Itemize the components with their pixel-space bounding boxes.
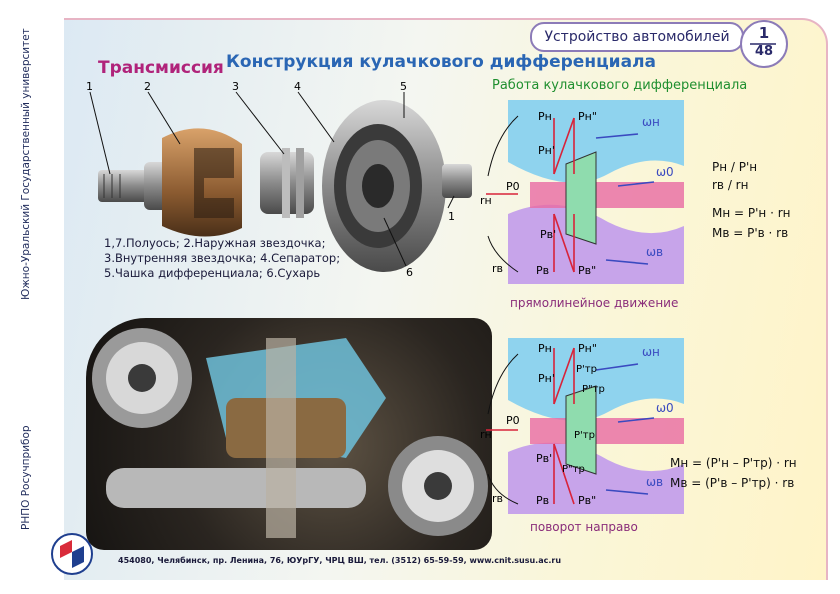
label-pn: Pн bbox=[538, 342, 552, 355]
label-omega-n: ωн bbox=[642, 345, 660, 359]
page-sub-number: 48 bbox=[754, 44, 774, 59]
org-label: РНПО Росучприбор bbox=[20, 425, 32, 530]
callout-6: 6 bbox=[406, 266, 413, 278]
formula-m-n: Mн = P'н · rн bbox=[712, 206, 791, 220]
label-omega-0: ω0 bbox=[656, 401, 674, 415]
label-pv2: Pв" bbox=[578, 264, 596, 277]
left-band bbox=[0, 0, 64, 594]
label-rn: rн bbox=[480, 428, 492, 441]
label-pn: Pн bbox=[538, 110, 552, 123]
shaft-bar bbox=[530, 182, 684, 208]
omega-arrows bbox=[595, 133, 655, 265]
label-pn1: Pн' bbox=[538, 144, 555, 157]
exploded-view-illustration: 1 2 3 4 5 6 1 bbox=[86, 80, 472, 278]
footer-address: 454080, Челябинск, пр. Ленина, 76, ЮУрГУ… bbox=[118, 556, 562, 565]
parts-legend: 1,7.Полуось; 2.Наружная звездочка; 3.Вну… bbox=[104, 236, 340, 281]
upper-star-region bbox=[508, 100, 684, 183]
label-rn: rн bbox=[480, 194, 492, 207]
radius-lines bbox=[487, 115, 519, 273]
university-label: Южно-Уральский Государственный университ… bbox=[20, 28, 32, 300]
label-pv: Pв bbox=[536, 494, 549, 507]
omega-arrows bbox=[595, 363, 655, 495]
differential-cup-part bbox=[322, 100, 446, 272]
straight-motion-caption: прямолинейное движение bbox=[510, 296, 679, 310]
label-ptr-bottom: P"тр bbox=[562, 464, 585, 475]
header-title: Устройство автомобилей bbox=[530, 22, 744, 52]
formula-m-v: Mв = P'в · rв bbox=[712, 226, 789, 240]
label-ptr1: P'тр bbox=[576, 364, 597, 375]
label-omega-v: ωв bbox=[646, 475, 663, 489]
outer-star-part bbox=[162, 128, 242, 237]
formula-m-n-turn: Mн = (P'н – P'тр) · rн bbox=[670, 456, 797, 470]
label-pv: Pв bbox=[536, 264, 549, 277]
org-logo bbox=[51, 533, 93, 575]
turn-right-caption: поворот направо bbox=[530, 520, 638, 534]
callout-2: 2 bbox=[144, 80, 151, 93]
label-pn2: Pн" bbox=[578, 342, 597, 355]
callout-4: 4 bbox=[294, 80, 301, 93]
label-pv1: Pв' bbox=[540, 228, 556, 241]
cutaway-photo bbox=[86, 318, 492, 550]
inner-star-part bbox=[260, 148, 314, 218]
label-pv1: Pв' bbox=[536, 452, 552, 465]
label-rv: rв bbox=[492, 262, 503, 275]
callout-1: 1 bbox=[86, 80, 93, 93]
callout-3: 3 bbox=[232, 80, 239, 93]
turn-right-diagram: Pн Pн" Pн' P'тр P"тр ωн ω0 P0 P'тр rн Pв… bbox=[480, 338, 684, 514]
formula-ratio-left: Pн / P'н bbox=[712, 160, 758, 174]
legend-line: 5.Чашка дифференциала; 6.Сухарь bbox=[104, 266, 321, 280]
label-omega-0: ω0 bbox=[656, 165, 674, 179]
label-rv: rв bbox=[492, 492, 503, 505]
shaft-bar bbox=[530, 418, 684, 444]
formula-ratio-right: rв / rн bbox=[712, 178, 749, 192]
label-ptr2: P"тр bbox=[582, 384, 605, 395]
lower-star-region bbox=[508, 442, 684, 514]
cam-block bbox=[565, 385, 597, 475]
upper-star-region bbox=[508, 338, 684, 421]
force-vectors bbox=[486, 347, 575, 505]
label-ptr-center: P'тр bbox=[574, 430, 595, 441]
label-pn2: Pн" bbox=[578, 110, 597, 123]
page-badge: 1 48 bbox=[740, 20, 788, 68]
badge-divider bbox=[750, 43, 776, 45]
callout-7: 1 bbox=[448, 210, 455, 223]
diagram-title: Работа кулачкового дифференциала bbox=[492, 78, 748, 93]
label-pv2: Pв" bbox=[578, 494, 596, 507]
section-title: Трансмиссия bbox=[98, 58, 224, 78]
axle-shaft-right bbox=[442, 164, 472, 198]
label-p0: P0 bbox=[506, 180, 520, 193]
legend-line: 3.Внутренняя звездочка; 4.Сепаратор; bbox=[104, 251, 341, 265]
legend-line: 1,7.Полуось; 2.Наружная звездочка; bbox=[104, 236, 326, 250]
force-vectors bbox=[486, 117, 575, 273]
cam-block bbox=[565, 151, 597, 245]
straight-motion-diagram: Pн Pн" Pн' ωн ω0 P0 rн Pв' rв Pв Pв" ωв bbox=[480, 100, 684, 284]
formula-m-v-turn: Mв = (P'в – P'тр) · rв bbox=[670, 476, 795, 490]
label-omega-n: ωн bbox=[642, 115, 660, 129]
label-p0: P0 bbox=[506, 414, 520, 427]
page-number: 1 bbox=[758, 24, 770, 42]
label-pn1: Pн' bbox=[538, 372, 555, 385]
subject-title: Конструкция кулачкового дифференциала bbox=[226, 52, 656, 72]
radius-lines bbox=[487, 353, 519, 505]
callout-5: 5 bbox=[400, 80, 407, 93]
label-omega-v: ωв bbox=[646, 245, 663, 259]
